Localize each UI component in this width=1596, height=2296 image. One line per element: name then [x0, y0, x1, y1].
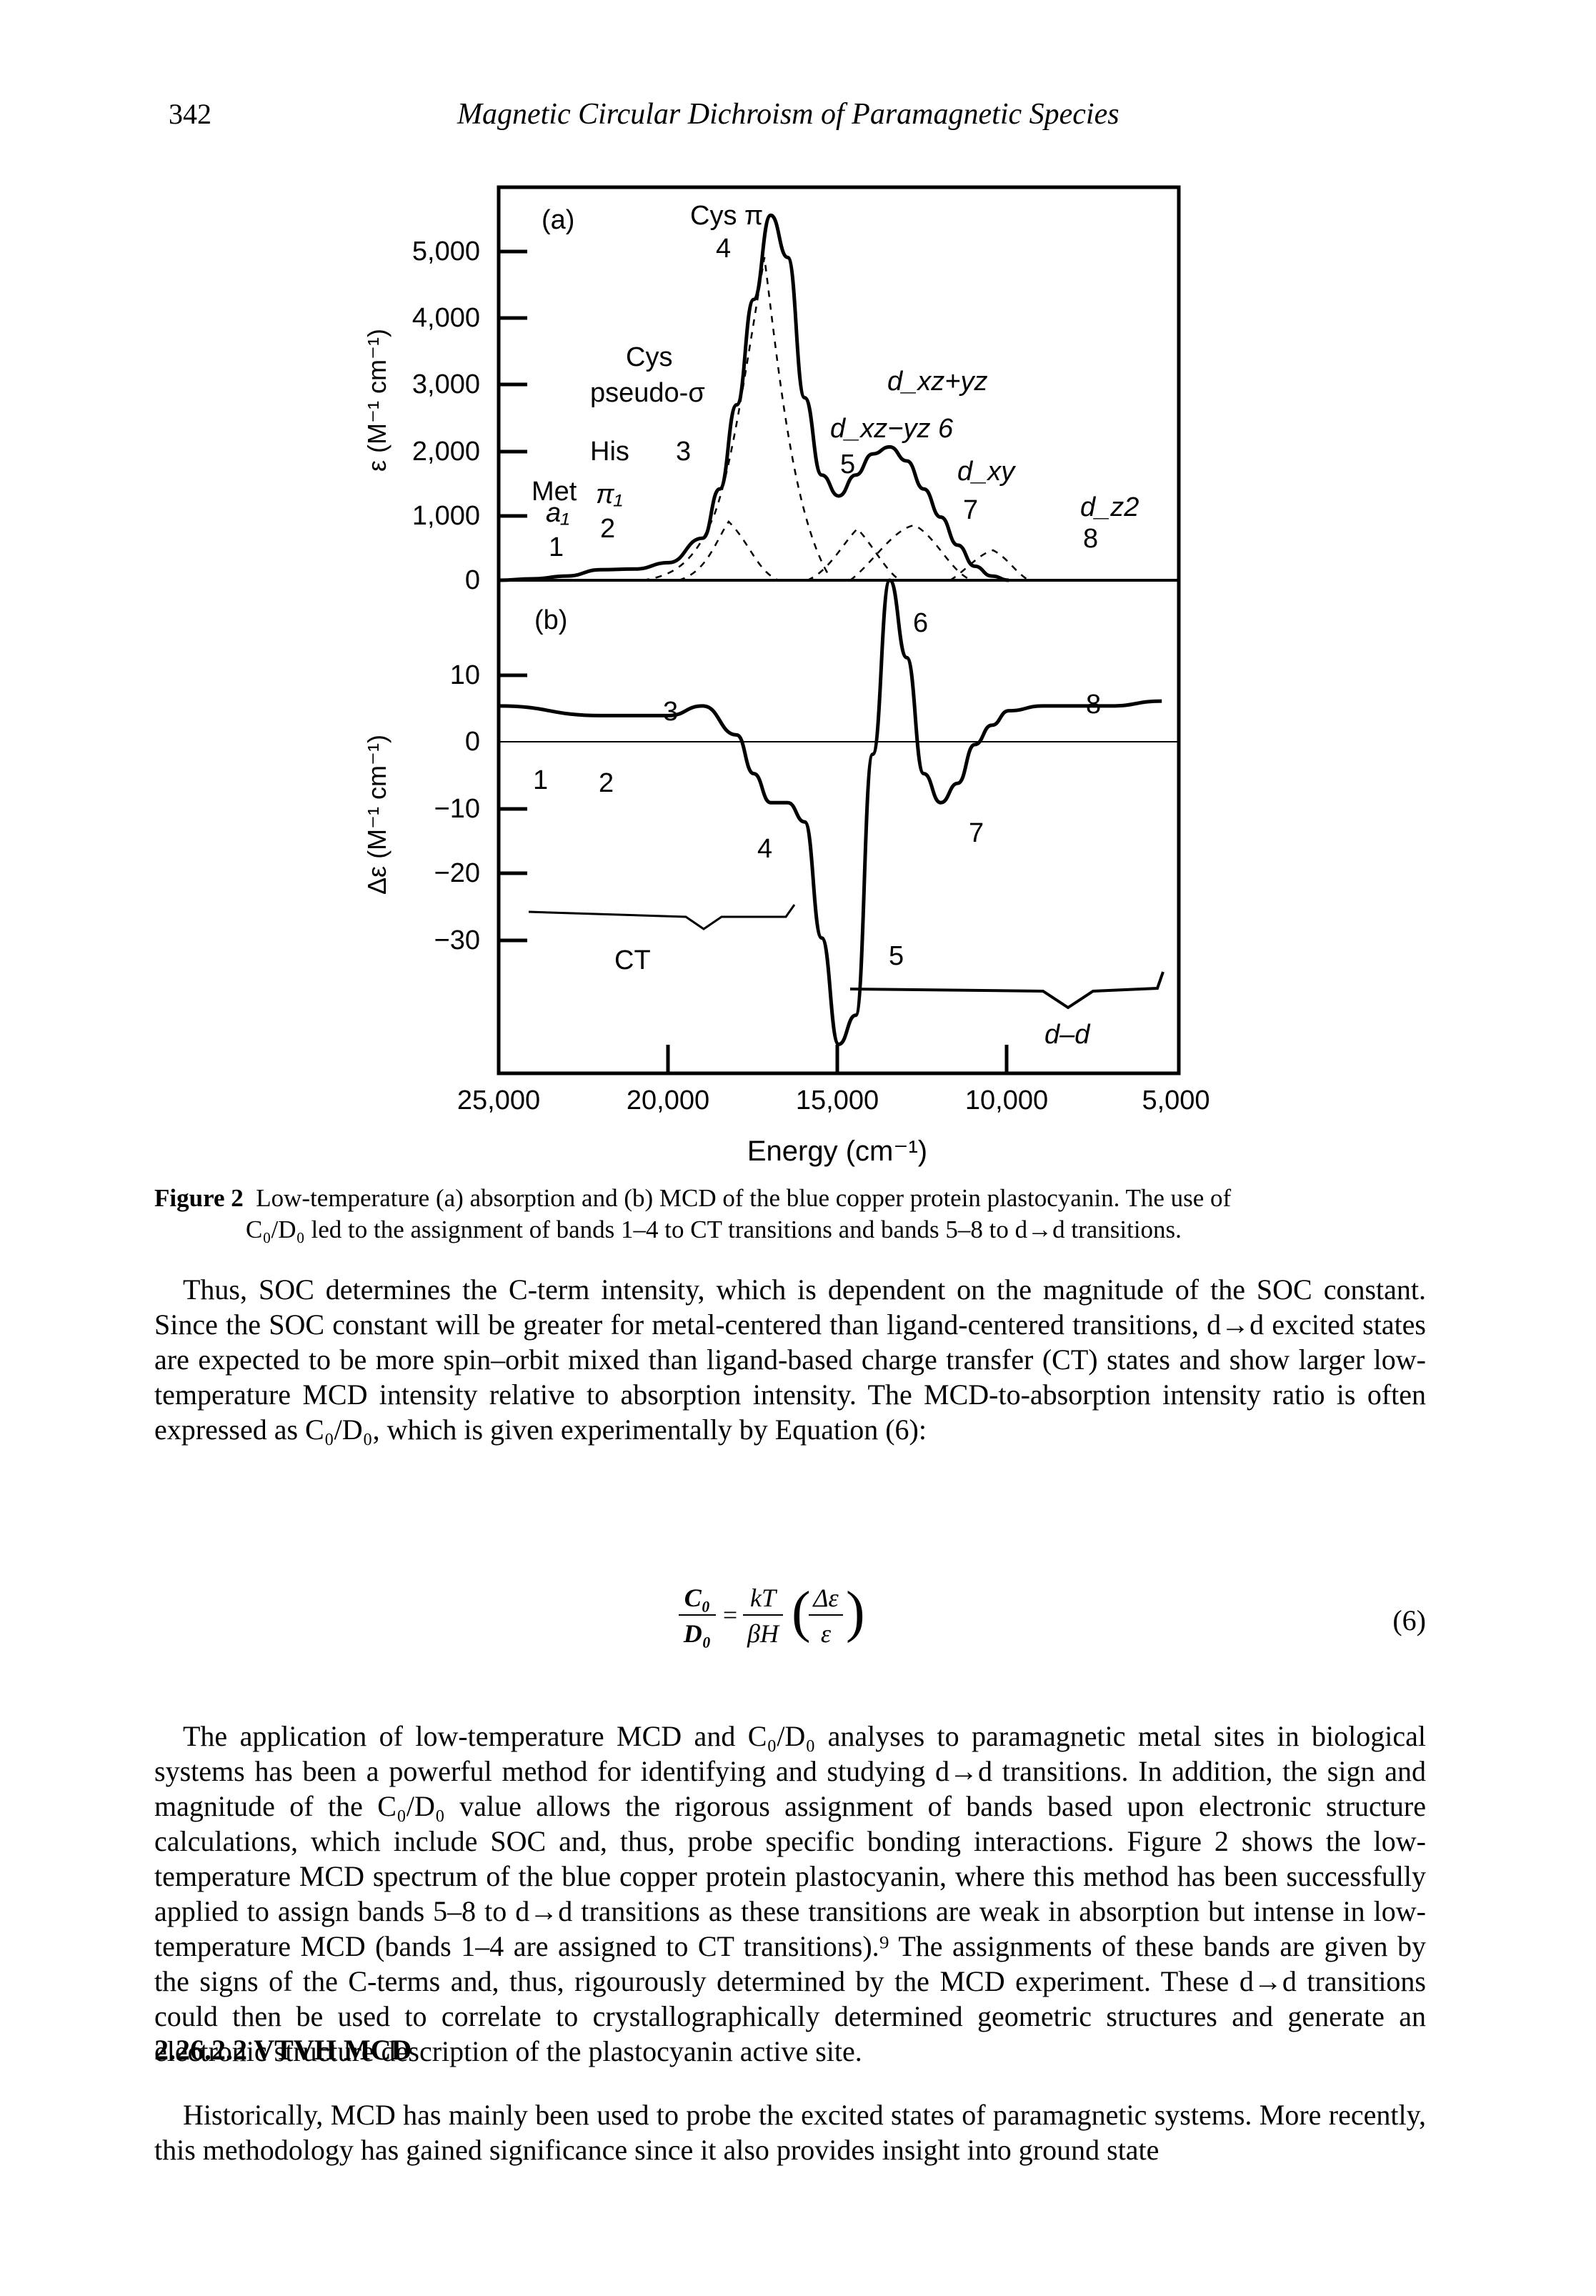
xtick: 20,000: [627, 1085, 709, 1115]
page-number: 342: [169, 98, 211, 130]
band-label: d_xz+yz: [887, 367, 987, 397]
band-label: a₁: [546, 498, 569, 528]
equation-6: C₀ D₀ = kT βH ( Δε ε ) (6): [154, 1572, 1426, 1665]
absorption-curve: [498, 213, 1009, 582]
mcd-curve: [498, 578, 1162, 1046]
band-label: 3: [676, 437, 691, 467]
svg-text:Δε: Δε: [812, 1584, 839, 1612]
body-paragraph-2: The application of low-temperature MCD a…: [154, 1720, 1426, 2067]
region-label: d–d: [1044, 1020, 1091, 1050]
svg-text:βH: βH: [747, 1619, 780, 1648]
band-label: 6: [913, 608, 928, 638]
svg-text:D₀: D₀: [683, 1619, 712, 1648]
band-label: 2: [599, 768, 614, 798]
band-label: 8: [1083, 524, 1098, 554]
ytick-a: 2,000: [412, 437, 480, 467]
ytick-b: −30: [434, 925, 480, 955]
band-label: His: [590, 437, 629, 467]
band-label: 2: [600, 514, 615, 544]
ytick-b: −20: [434, 858, 480, 888]
band-label: 3: [663, 697, 678, 727]
band-label: d_xz−yz 6: [830, 414, 954, 444]
ct-bracket: [528, 904, 796, 930]
panel-b-label: (b): [534, 605, 567, 635]
band-label: 4: [716, 234, 731, 264]
caption-line1: Low-temperature (a) absorption and (b) M…: [256, 1184, 1232, 1212]
running-title: Magnetic Circular Dichroism of Paramagne…: [457, 98, 1119, 131]
caption-line2: C₀/D₀ led to the assignment of bands 1–4…: [246, 1216, 1182, 1243]
band-label: Met: [532, 477, 577, 507]
svg-text:C₀: C₀: [684, 1584, 711, 1612]
ytick-b: 10: [450, 660, 480, 690]
band-label: 4: [757, 834, 772, 864]
xtick: 5,000: [1142, 1085, 1210, 1115]
plot-frame: [497, 185, 1181, 1075]
svg-text:): ): [846, 1581, 865, 1644]
gaussian-bands: [642, 257, 1029, 582]
xtick: 15,000: [796, 1085, 879, 1115]
band-label: Cys π: [690, 201, 763, 231]
equation-body: C₀ D₀ = kT βH ( Δε ε ): [679, 1581, 865, 1648]
band-label: 5: [889, 941, 904, 971]
band-label: 5: [840, 449, 855, 479]
svg-text:(: (: [792, 1581, 811, 1644]
ytick-a: 5,000: [412, 237, 480, 267]
band-label: d_z2: [1080, 492, 1139, 522]
ytick-b: −10: [434, 794, 480, 824]
panel-a-label: (a): [542, 205, 574, 235]
yticks-b: [499, 673, 527, 943]
band-label: 7: [963, 495, 978, 525]
band-label: 1: [533, 765, 548, 795]
xticks: [666, 1045, 1009, 1073]
region-label: CT: [614, 945, 651, 975]
ytick-a: 0: [465, 565, 480, 595]
yticks-a: [499, 249, 527, 518]
section-heading: 2.26.2.2 VTVH MCD: [154, 2034, 412, 2066]
ylabel-b: Δε (M⁻¹ cm⁻¹): [362, 735, 391, 895]
band-label: π₁: [596, 479, 622, 510]
xtick: 10,000: [965, 1085, 1048, 1115]
caption-label: Figure 2: [154, 1184, 244, 1212]
ylabel-a: ε (M⁻¹ cm⁻¹): [362, 329, 391, 472]
figure-caption: Figure 2 Low-temperature (a) absorption …: [154, 1183, 1426, 1246]
svg-text:ε: ε: [821, 1619, 832, 1648]
xlabel: Energy (cm⁻¹): [747, 1135, 927, 1167]
xtick: 25,000: [457, 1085, 540, 1115]
band-label: 1: [549, 532, 564, 562]
band-label: 7: [969, 818, 984, 848]
ytick-a: 4,000: [412, 303, 480, 333]
band-label: d_xy: [957, 457, 1016, 487]
ytick-a: 3,000: [412, 369, 480, 399]
band-label: pseudo-σ: [590, 378, 705, 408]
body-paragraph-1: Thus, SOC determines the C-term intensit…: [154, 1273, 1426, 1446]
ytick-b: 0: [465, 727, 480, 757]
svg-text:kT: kT: [750, 1584, 778, 1612]
ytick-a: 1,000: [412, 501, 480, 531]
figure-2: 5,000 4,000 3,000 2,000 1,000 0 ε (M⁻¹ c…: [362, 185, 1210, 1167]
equation-number: (6): [1392, 1604, 1426, 1636]
band-label: 8: [1086, 690, 1101, 720]
dd-bracket: [849, 971, 1164, 1010]
band-label: Cys: [626, 342, 672, 372]
svg-text:=: =: [723, 1601, 737, 1629]
body-paragraph-3: Historically, MCD has mainly been used t…: [154, 2099, 1426, 2166]
